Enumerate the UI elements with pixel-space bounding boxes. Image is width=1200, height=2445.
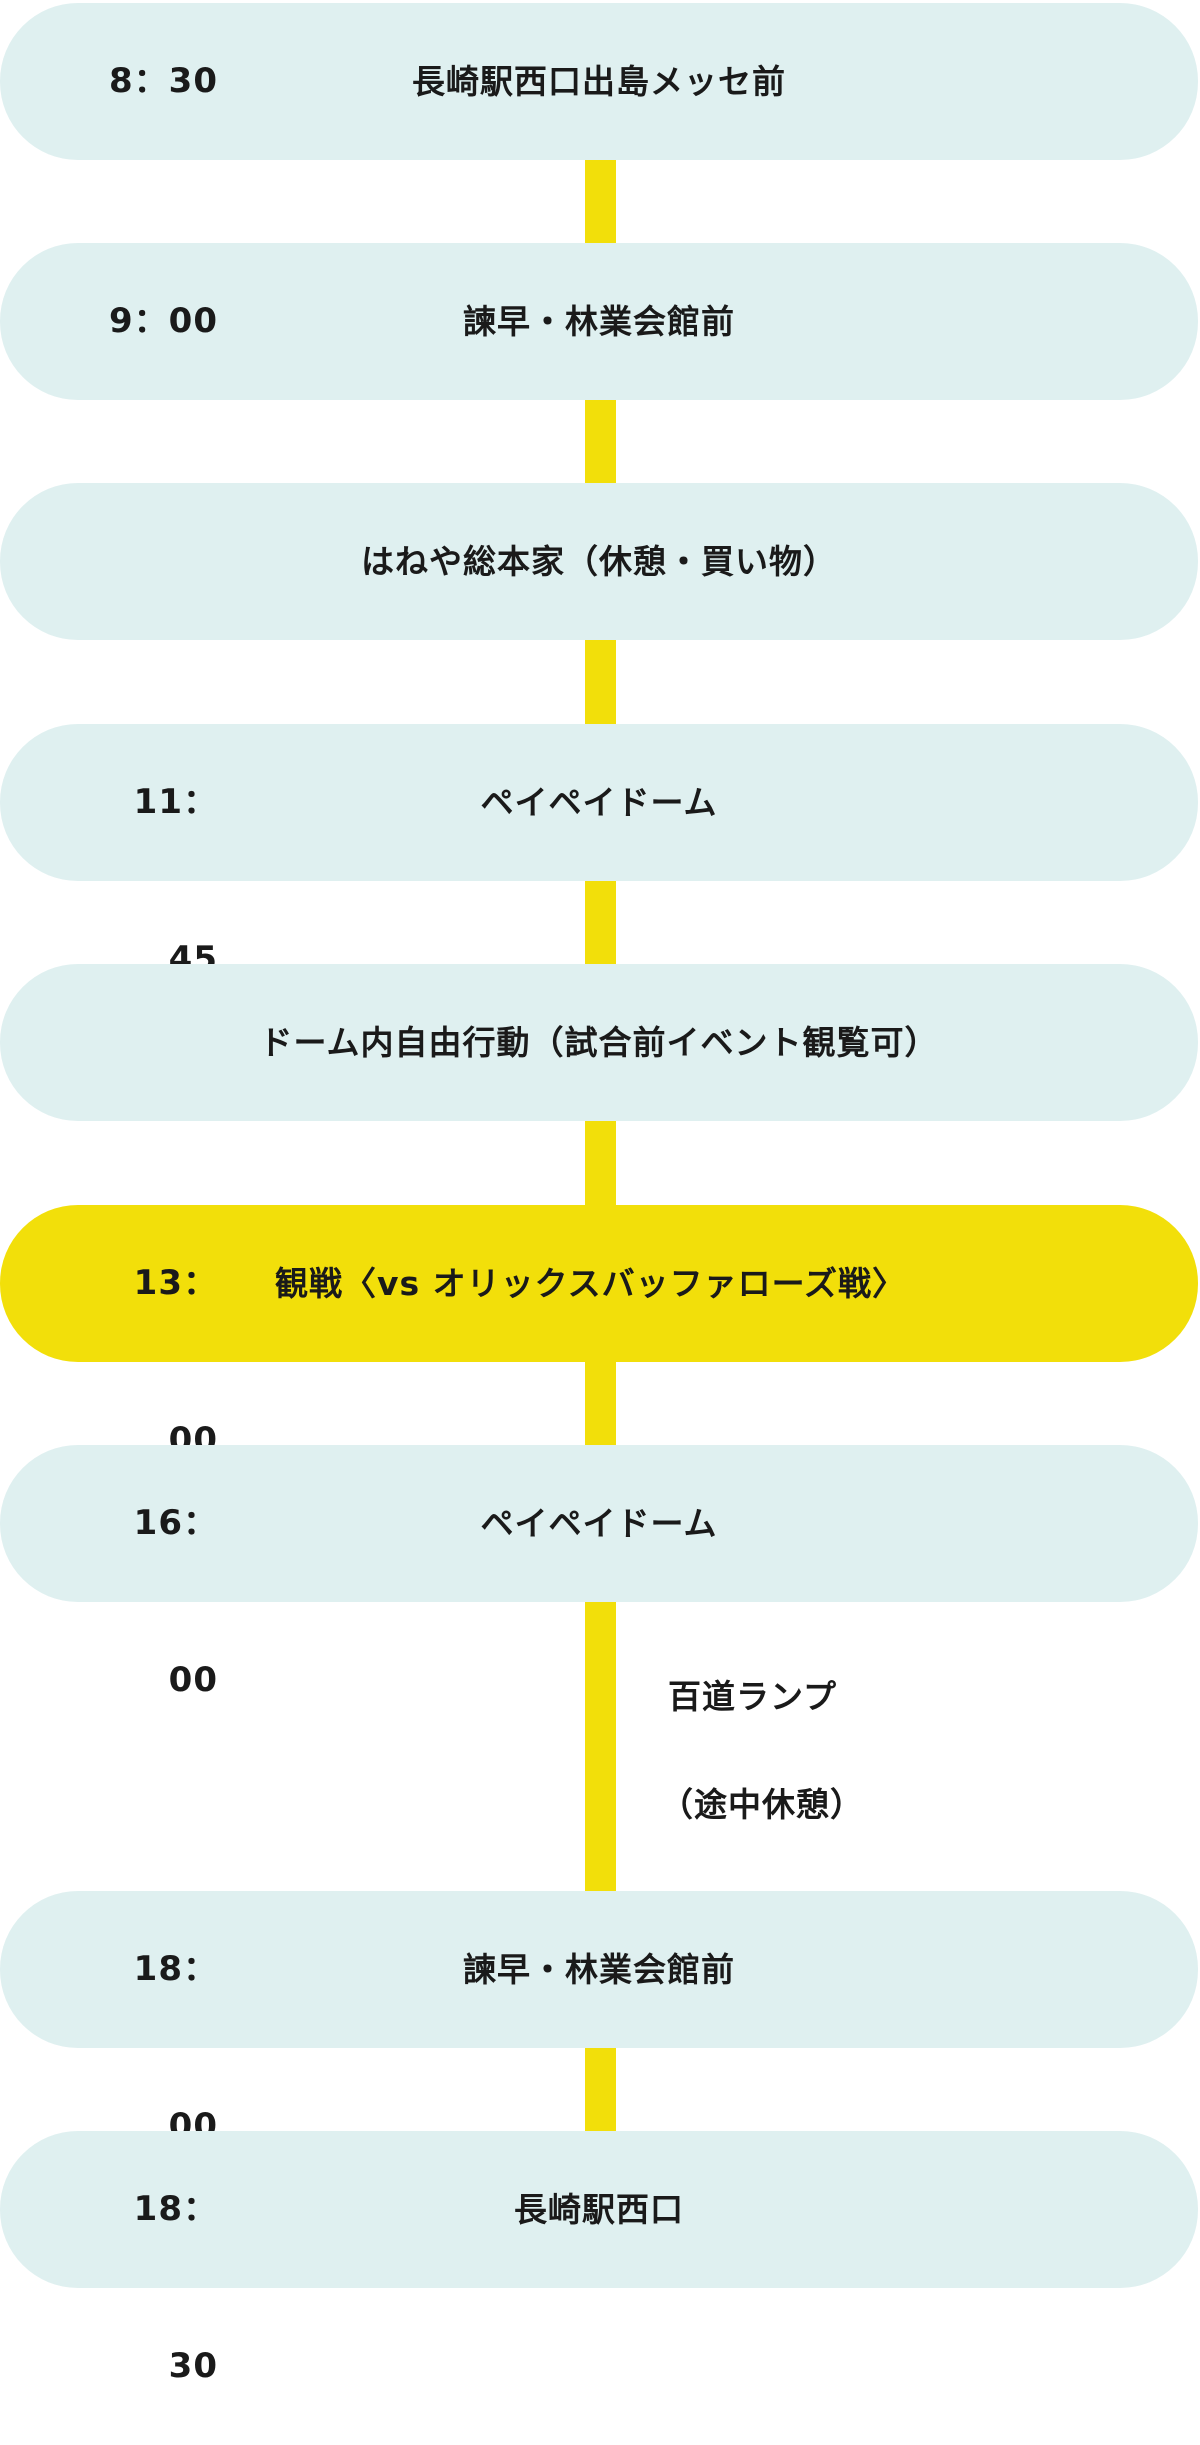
stop-time: 8：30 [109,61,218,101]
timeline-connector [585,1119,616,1208]
stop-time: 13：00 [133,1263,218,1460]
timeline-connector [585,158,616,246]
stop-time: 16：00 [133,1503,218,1700]
timeline-connector [585,638,616,727]
schedule-stop-2: 9：00 諫早・林業会館前 [0,243,1198,400]
schedule-stop-7: 16：00 ペイペイドーム [0,1445,1198,1700]
stop-place: ドーム内自由行動（試合前イベント観覧可） [259,1023,939,1062]
schedule-stop-5: ドーム内自由行動（試合前イベント観覧可） [0,964,1198,1121]
stop-place: 長崎駅西口 [514,2190,684,2229]
stop-place: 長崎駅西口出島メッセ前 [412,62,786,101]
timeline-connector [585,398,616,486]
transit-note-line2: （途中休憩） [660,1785,864,1824]
schedule-stop-1: 8：30 長崎駅西口出島メッセ前 [0,3,1198,160]
stop-time: 9：00 [109,301,218,341]
timeline-connector-long [585,1600,616,1894]
schedule-stop-3: はねや総本家（休憩・買い物） [0,483,1198,640]
stop-place: 観戦〈vs オリックスバッファローズ戦〉 [275,1264,907,1303]
stop-place: ペイペイドーム [480,783,718,822]
schedule-stop-6-highlight: 13：00 観戦〈vs オリックスバッファローズ戦〉 [0,1205,1198,1460]
stop-place: ペイペイドーム [480,1504,718,1543]
schedule-stop-9: 18：30 長崎駅西口 [0,2131,1198,2386]
transit-note-line1: 百道ランプ [668,1677,838,1716]
stop-place: はねや総本家（休憩・買い物） [361,542,837,581]
schedule-stop-4: 11：45 ペイペイドーム [0,724,1198,979]
timeline-connector [585,879,616,967]
timeline-connector [585,1360,616,1448]
timeline-connector [585,2046,616,2134]
stop-place: 諫早・林業会館前 [463,1950,735,1989]
stop-place: 諫早・林業会館前 [463,302,735,341]
schedule-stop-8: 18：00 諫早・林業会館前 [0,1891,1198,2146]
